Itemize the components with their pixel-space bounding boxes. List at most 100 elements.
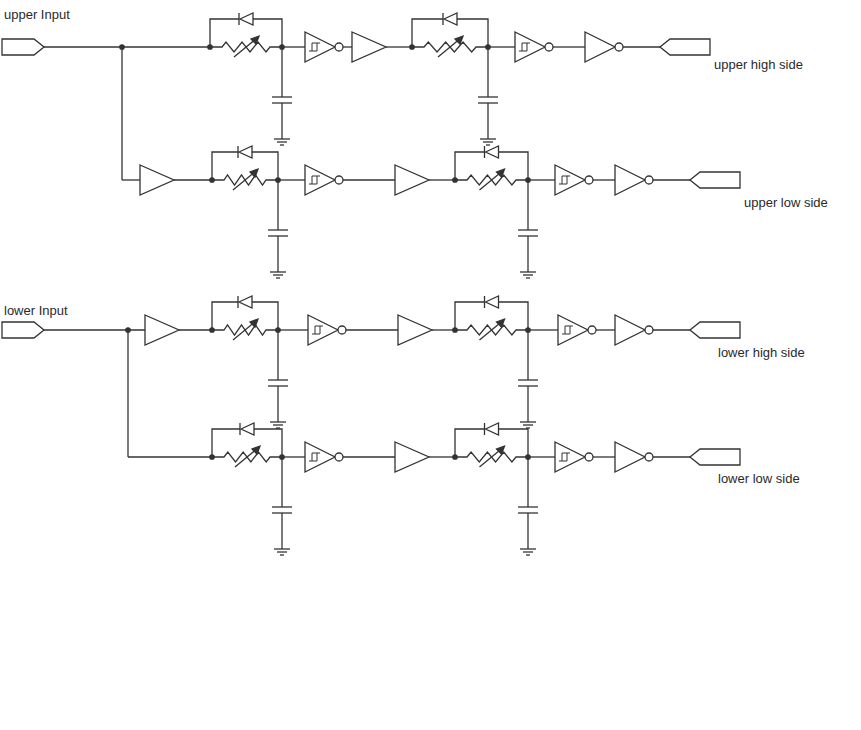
wire — [179, 329, 212, 330]
inverter-bubble — [615, 43, 623, 51]
wire — [623, 46, 660, 47]
inverter-bubble — [645, 453, 653, 461]
diode-symbol — [237, 296, 238, 308]
signal-label: upper high side — [714, 58, 803, 72]
output-port — [690, 172, 740, 188]
inverter-bubble — [335, 176, 343, 184]
output-port — [690, 449, 740, 465]
ground-symbol — [277, 141, 287, 142]
ground-symbol — [520, 548, 536, 549]
wire — [527, 386, 528, 422]
wire — [455, 429, 528, 457]
junction-dot — [126, 328, 130, 332]
gate-body — [515, 32, 545, 62]
wire — [488, 46, 515, 47]
gate-body — [352, 32, 386, 62]
wire — [487, 103, 488, 139]
output-port — [690, 322, 740, 338]
diode-symbol — [240, 13, 253, 25]
ground-symbol — [523, 274, 533, 275]
capacitor-symbol — [518, 379, 538, 380]
wire — [653, 456, 690, 457]
schmitt-symbol — [519, 43, 530, 51]
gate-body — [615, 165, 645, 195]
wire — [174, 179, 212, 180]
wire — [528, 456, 555, 457]
capacitor-symbol — [272, 506, 292, 507]
wire — [343, 179, 395, 180]
ground-symbol — [274, 548, 290, 549]
inverter-bubble — [335, 453, 343, 461]
gate-body — [305, 32, 335, 62]
ground-symbol — [273, 424, 283, 425]
inverter-bubble — [645, 176, 653, 184]
inverter-bubble — [588, 326, 596, 334]
wire — [527, 457, 528, 507]
wire — [528, 179, 555, 180]
diode-symbol — [484, 423, 485, 435]
schmitt-symbol — [309, 176, 320, 184]
variable-arrow — [250, 169, 258, 177]
inverter-bubble — [585, 453, 593, 461]
diode-symbol — [239, 146, 252, 158]
wire — [455, 302, 528, 330]
wire — [346, 329, 398, 330]
variable-arrow — [497, 169, 505, 177]
variable-arrow — [455, 36, 463, 44]
wire — [429, 179, 455, 180]
wire — [527, 180, 528, 230]
wire — [487, 47, 488, 97]
wire — [277, 386, 278, 422]
ground-symbol — [520, 271, 536, 272]
diode-symbol — [442, 13, 443, 25]
diode-symbol — [238, 13, 239, 25]
diode-symbol — [444, 13, 457, 25]
inverter-bubble — [545, 43, 553, 51]
ground-symbol — [526, 554, 530, 555]
wire — [122, 179, 140, 180]
wire — [653, 329, 690, 330]
wire — [429, 456, 455, 457]
capacitor-symbol — [518, 506, 538, 507]
ground-symbol — [280, 144, 284, 145]
ground-symbol — [280, 554, 284, 555]
wire — [127, 330, 128, 457]
wire — [432, 329, 455, 330]
wire — [282, 456, 305, 457]
gate-body — [395, 165, 429, 195]
gate-body — [395, 442, 429, 472]
gate-body — [308, 315, 338, 345]
gate-body — [305, 442, 335, 472]
schmitt-symbol — [312, 326, 323, 334]
gate-body — [140, 165, 174, 195]
input-port — [2, 322, 44, 338]
inverter-bubble — [335, 43, 343, 51]
input-port — [2, 39, 44, 55]
ground-symbol — [277, 551, 287, 552]
wire — [281, 47, 282, 97]
junction-dot — [453, 178, 457, 182]
signal-label: upper Input — [4, 8, 70, 22]
wire — [212, 152, 278, 180]
ground-symbol — [270, 271, 286, 272]
diode-symbol — [486, 296, 499, 308]
wire — [277, 180, 278, 230]
wire — [593, 179, 615, 180]
ground-symbol — [486, 144, 490, 145]
gate-body — [398, 315, 432, 345]
diode-symbol — [484, 296, 485, 308]
wire — [596, 329, 615, 330]
gate-body — [615, 315, 645, 345]
wire — [278, 329, 308, 330]
capacitor-symbol — [268, 229, 288, 230]
schmitt-symbol — [559, 453, 570, 461]
ground-symbol — [480, 138, 496, 139]
ground-symbol — [526, 277, 530, 278]
wire — [528, 329, 558, 330]
junction-dot — [410, 45, 414, 49]
wire — [343, 456, 395, 457]
wire — [277, 330, 278, 380]
wire — [527, 236, 528, 272]
